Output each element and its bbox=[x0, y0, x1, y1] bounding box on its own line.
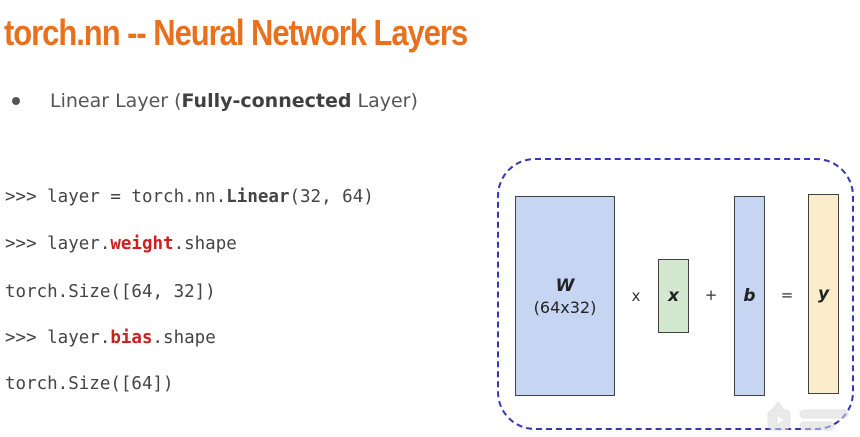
code-line-2: >>> layer.weight.shape bbox=[5, 234, 237, 254]
times-operator: x bbox=[631, 287, 641, 305]
bullet-text: Linear Layer (Fully-connected Layer) bbox=[50, 90, 418, 112]
bias-vector-box: b bbox=[734, 196, 765, 396]
equals-operator: = bbox=[780, 286, 794, 304]
code-line-4: >>> layer.bias.shape bbox=[5, 328, 216, 348]
code-line-5: torch.Size([64]) bbox=[5, 374, 174, 394]
code-line-3: torch.Size([64, 32]) bbox=[5, 282, 216, 302]
bullet-item: Linear Layer (Fully-connected Layer) bbox=[12, 90, 418, 112]
slide-title: torch.nn -- Neural Network Layers bbox=[4, 12, 468, 53]
bullet-bold: Fully-connected bbox=[181, 90, 352, 112]
watermark-logo-icon bbox=[767, 401, 849, 431]
code-token: weight bbox=[110, 234, 174, 254]
code-token: Linear bbox=[226, 187, 290, 207]
input-symbol: x bbox=[668, 286, 679, 306]
code-token: .shape bbox=[152, 328, 216, 348]
code-token: >>> layer. bbox=[5, 234, 111, 254]
bullet-dot-icon bbox=[12, 97, 20, 105]
code-token: .shape bbox=[173, 234, 237, 254]
code-token: torch.Size([64]) bbox=[5, 374, 174, 394]
output-symbol: y bbox=[817, 284, 830, 304]
plus-operator: + bbox=[704, 286, 718, 304]
code-token: bias bbox=[110, 328, 153, 348]
bullet-prefix: Linear Layer ( bbox=[50, 90, 182, 112]
code-token: >>> layer = torch.nn. bbox=[5, 187, 227, 207]
code-token: >>> layer. bbox=[5, 328, 111, 348]
input-vector-box: x bbox=[658, 259, 689, 333]
output-vector-box: y bbox=[808, 194, 839, 394]
code-line-1: >>> layer = torch.nn.Linear(32, 64) bbox=[5, 187, 374, 207]
bias-symbol: b bbox=[743, 286, 756, 306]
weight-symbol: W bbox=[555, 275, 575, 296]
bullet-suffix: Layer) bbox=[351, 90, 418, 112]
diagram-frame bbox=[497, 158, 854, 430]
code-token: torch.Size([64, 32]) bbox=[5, 282, 216, 302]
weight-matrix-box: W (64x32) bbox=[515, 196, 615, 396]
code-token: (32, 64) bbox=[289, 187, 374, 207]
weight-dims: (64x32) bbox=[533, 297, 597, 317]
